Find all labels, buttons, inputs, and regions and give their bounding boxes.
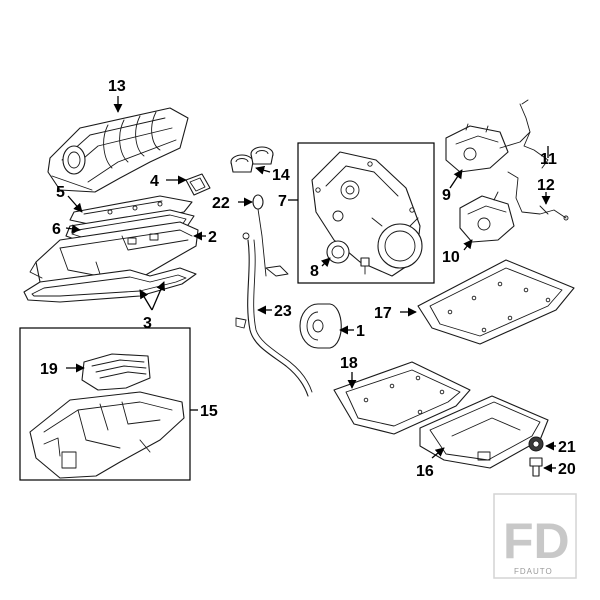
- callout-6: 6: [52, 221, 81, 238]
- callout-20-label: 20: [558, 461, 576, 478]
- drain-washer-part-21: [528, 436, 544, 452]
- gaskets-part-3: [23, 267, 197, 303]
- gasket-part-4: [185, 173, 211, 196]
- callout-16: 16: [416, 447, 445, 480]
- callout-6-label: 6: [52, 221, 61, 238]
- timing-cover-part-7: [311, 151, 423, 277]
- callout-18-label: 18: [340, 355, 358, 372]
- callout-13: 13: [108, 78, 126, 113]
- callout-5-label: 5: [56, 184, 65, 201]
- callout-4-label: 4: [150, 173, 159, 190]
- oil-pan-gasket-part-17: [417, 259, 575, 345]
- front-seal-part-8: [326, 240, 350, 264]
- callout-21: 21: [545, 439, 576, 456]
- timing-cover-bolt: [360, 257, 370, 275]
- watermark-sub-text: FDAUTO: [514, 567, 553, 576]
- oil-pan-gasket-part-18: [333, 361, 471, 435]
- callout-22-label: 22: [212, 195, 230, 212]
- windage-tray-part-19: [81, 353, 151, 391]
- callout-1-label: 1: [356, 323, 365, 340]
- callout-8: 8: [310, 257, 331, 280]
- callout-3: 3: [139, 281, 165, 332]
- callout-14: 14: [255, 165, 290, 184]
- callout-11-label: 11: [540, 151, 557, 168]
- callout-2-label: 2: [208, 229, 217, 246]
- balancer-part-1: [299, 303, 342, 349]
- callout-7-label: 7: [278, 193, 287, 210]
- callout-16-label: 16: [416, 463, 434, 480]
- dipstick-tube-part-23: [235, 232, 313, 397]
- timing-chain-guide-part-9: [445, 123, 509, 173]
- sensor-wire-part-11: [499, 99, 549, 169]
- filler-caps-part-14: [230, 146, 274, 173]
- callout-9-label: 9: [442, 187, 451, 204]
- timing-chain-guide-part-10: [459, 191, 515, 243]
- timing-cover-group-box: [297, 142, 435, 284]
- dipstick-part-22: [252, 194, 267, 277]
- callout-1: 1: [339, 323, 365, 340]
- fdauto-watermark-logo: FD FDAUTO: [493, 493, 577, 579]
- callout-4: 4: [150, 173, 187, 190]
- callout-15-label: 15: [200, 403, 218, 420]
- valley-gasket-part-5: [69, 195, 193, 227]
- callout-19: 19: [40, 361, 85, 378]
- callout-7: 7: [278, 193, 298, 210]
- callout-11: 11: [540, 146, 557, 168]
- callout-10: 10: [442, 239, 473, 266]
- callout-19-label: 19: [40, 361, 58, 378]
- callout-20: 20: [543, 461, 576, 478]
- callout-14-label: 14: [272, 167, 290, 184]
- callout-2: 2: [193, 229, 217, 246]
- callout-15: 15: [190, 403, 218, 420]
- oil-pan-group-box: [19, 327, 191, 481]
- callout-23-label: 23: [274, 303, 292, 320]
- oil-pan-part-16: [419, 395, 549, 469]
- callout-22: 22: [212, 195, 253, 212]
- callout-12-label: 12: [537, 177, 555, 194]
- drain-plug-part-20: [529, 457, 543, 477]
- callout-12: 12: [537, 177, 555, 205]
- oil-pan-part-15: [29, 391, 185, 479]
- callout-17-label: 17: [374, 305, 392, 322]
- callout-8-label: 8: [310, 263, 319, 280]
- callout-18: 18: [340, 355, 358, 389]
- callout-10-label: 10: [442, 249, 460, 266]
- callout-17: 17: [374, 305, 417, 322]
- callout-9: 9: [442, 169, 463, 204]
- callout-23: 23: [257, 303, 292, 320]
- callout-13-label: 13: [108, 78, 126, 95]
- callout-21-label: 21: [558, 439, 576, 456]
- callout-5: 5: [56, 184, 83, 213]
- watermark-logo-text: FD: [503, 513, 570, 569]
- intake-manifold-part-13: [47, 107, 189, 193]
- bracket-part-12: [507, 171, 569, 221]
- callout-3-label: 3: [143, 315, 152, 332]
